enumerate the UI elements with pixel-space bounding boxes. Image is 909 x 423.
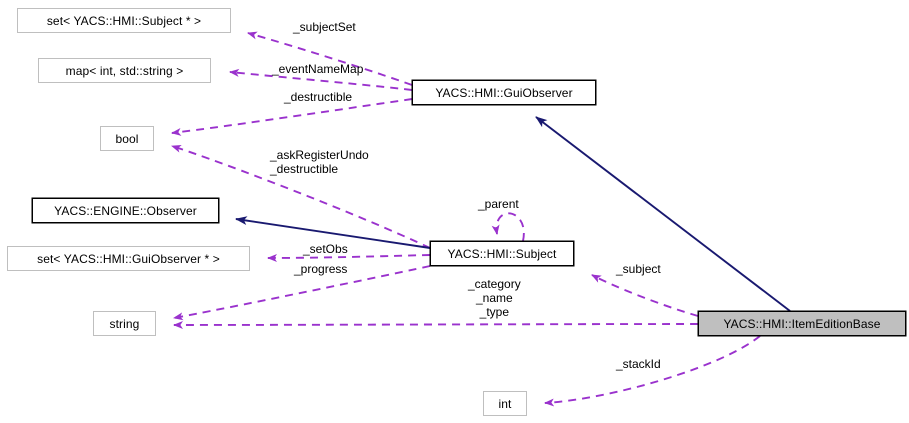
usage-edges	[171, 31, 761, 407]
edge-subjectSet	[247, 31, 413, 86]
node-yacs-engine-observer[interactable]: YACS::ENGINE::Observer	[32, 198, 219, 223]
edge-askRegisterUndo	[171, 144, 431, 249]
node-yacs-hmi-guiobserver[interactable]: YACS::HMI::GuiObserver	[412, 80, 596, 105]
edge-label-setObs: _setObs	[303, 242, 348, 256]
edge-label-askRegisterUndo-destructible: _askRegisterUndo _destructible	[270, 148, 369, 176]
edge-subject	[591, 274, 699, 317]
edge-inherit-observer	[235, 216, 431, 249]
node-set-subject-ptr[interactable]: set< YACS::HMI::Subject * >	[17, 8, 231, 33]
edge-label-progress: _progress	[294, 262, 348, 276]
node-string[interactable]: string	[93, 311, 156, 336]
node-int[interactable]: int	[483, 391, 527, 416]
node-yacs-hmi-subject[interactable]: YACS::HMI::Subject	[430, 241, 574, 266]
node-bool[interactable]: bool	[100, 126, 154, 151]
edge-label-destructible: _destructible	[284, 90, 353, 104]
edge-progress	[173, 265, 431, 321]
inheritance-edges	[235, 116, 791, 312]
edge-label-category-name-type: _category _name _type	[468, 277, 521, 319]
edge-category-name-type	[173, 320, 699, 329]
edge-setObs	[267, 253, 431, 262]
edge-label-parent: _parent	[478, 197, 519, 211]
node-map-int-string[interactable]: map< int, std::string >	[38, 58, 211, 83]
edge-label-eventNameMap: _eventNameMap	[272, 62, 364, 76]
edge-label-subject: _subject	[616, 262, 661, 276]
edge-destructible	[171, 98, 413, 136]
node-set-guiobserver-ptr[interactable]: set< YACS::HMI::GuiObserver * >	[7, 246, 250, 271]
node-yacs-hmi-itemeditionbase[interactable]: YACS::HMI::ItemEditionBase	[698, 311, 906, 336]
edge-parent-self	[491, 212, 525, 242]
edge-label-subjectSet: _subjectSet	[293, 20, 356, 34]
edge-stackId	[544, 335, 761, 407]
edge-eventNameMap	[229, 68, 413, 91]
edge-label-stackId: _stackId	[616, 357, 661, 371]
edge-inherit-guiobserver	[535, 116, 791, 312]
